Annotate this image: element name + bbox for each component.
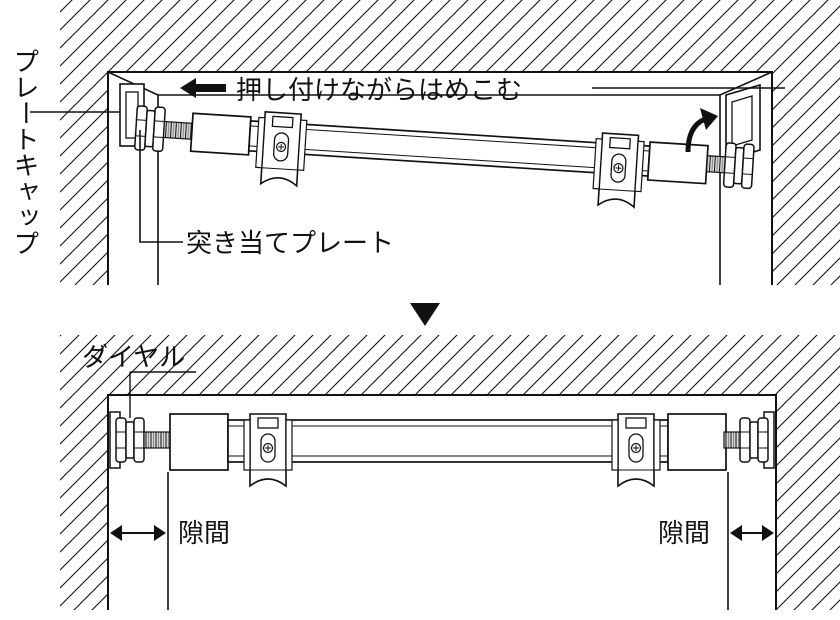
gap-left: 隙間	[110, 519, 230, 549]
bottom-wall-hatch	[60, 335, 840, 610]
double-arrow-icon	[730, 525, 774, 541]
plate-cap-label: プレートキャップ	[9, 48, 39, 256]
triangle-down-icon	[410, 303, 440, 326]
bottom-panel: ダイヤル 隙間 隙間	[60, 335, 840, 610]
dial-callout: ダイヤル	[82, 343, 196, 418]
rod-assembly-tilted	[133, 105, 755, 209]
stopper-plate-callout: 突き当てプレート	[139, 130, 394, 259]
gap-left-label: 隙間	[178, 519, 230, 549]
gap-right-label: 隙間	[658, 519, 710, 549]
push-instruction: 押し付けながらはめこむ	[180, 76, 785, 106]
plate-cap-callout: プレートキャップ	[9, 48, 120, 256]
dial-label: ダイヤル	[82, 343, 185, 373]
top-inner-frame	[107, 71, 773, 285]
bottom-wall-outline	[107, 394, 777, 610]
top-wall-outline	[107, 71, 773, 285]
curved-arrow-icon	[685, 108, 718, 153]
push-label: 押し付けながらはめこむ	[236, 76, 522, 106]
rod-assembly-installed	[115, 413, 769, 487]
top-panel: 押し付けながらはめこむ プレートキャップ 突き当てプレート	[9, 0, 840, 285]
stopper-plate-label: 突き当てプレート	[186, 229, 394, 259]
arrow-left-icon	[180, 78, 226, 98]
gap-right: 隙間	[658, 519, 774, 549]
double-arrow-icon	[110, 525, 166, 541]
